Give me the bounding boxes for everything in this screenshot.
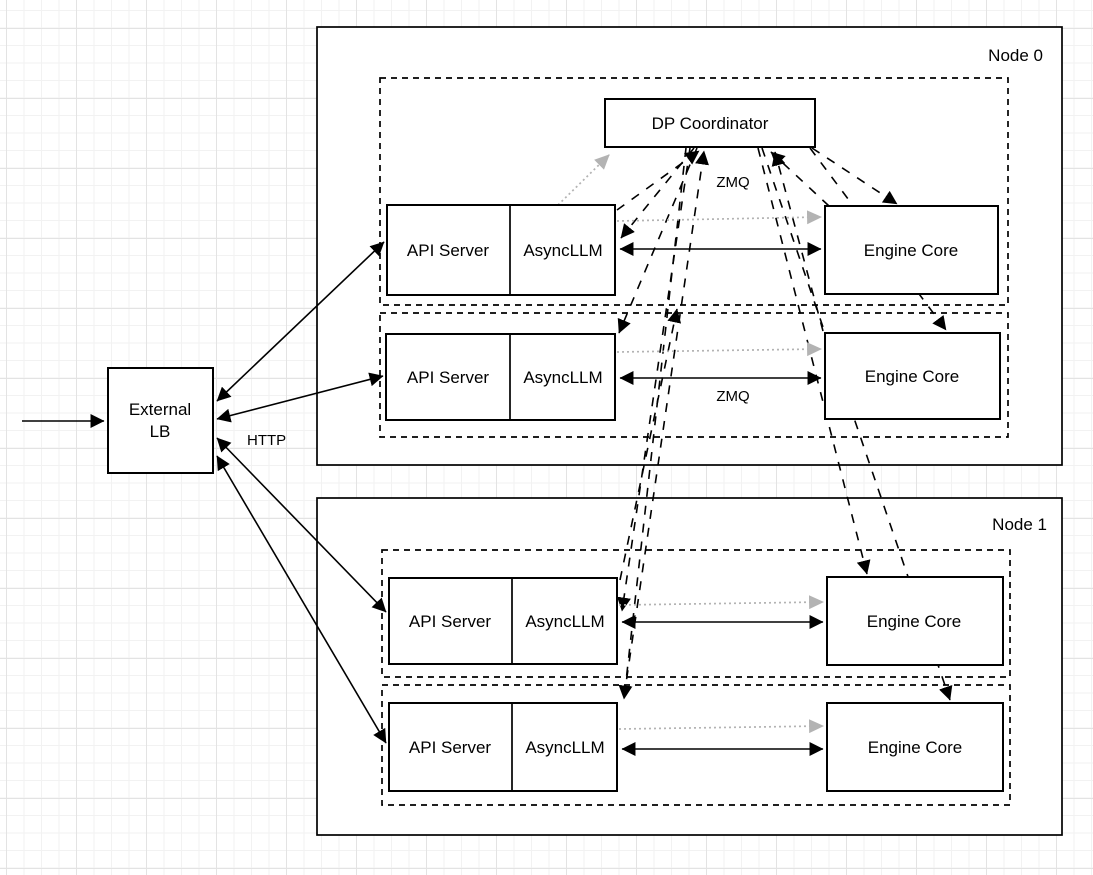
engine-core-box-0 (824, 205, 999, 295)
async-llm-label-2: AsyncLLM (525, 612, 604, 631)
engine-core-box-3 (826, 702, 1004, 792)
dp-coordinator-box (604, 98, 816, 148)
dashed-async3-coordinator (623, 150, 709, 698)
dp-coordinator-label: DP Coordinator (652, 114, 769, 133)
async-llm-label-0: AsyncLLM (523, 241, 602, 260)
api-server-label-1: API Server (407, 368, 490, 387)
engine-core-box-2 (826, 576, 1004, 666)
dotted-async-engine-3 (618, 719, 825, 734)
api-server-label-3: API Server (409, 738, 492, 757)
api-server-label-2: API Server (409, 612, 492, 631)
external-lb-box (107, 367, 214, 474)
engine-core-box-1 (824, 332, 1001, 420)
replica-3: API Server AsyncLLM Engine Core (388, 702, 1004, 792)
dashed-coordinator-async-3 (618, 147, 687, 700)
replica-1: API Server AsyncLLM Engine Core (385, 332, 1001, 421)
dashed-coordinator-engine-3 (761, 147, 953, 701)
engine-core-label-2: Engine Core (867, 612, 962, 631)
arrow-lb-api-3 (216, 455, 387, 744)
dotted-async-engine-1 (616, 342, 823, 357)
dashed-engine1-coordinator (771, 151, 824, 332)
zmq-label-bottom: ZMQ (716, 388, 749, 405)
secondary-arrows (557, 154, 825, 734)
async-llm-label-1: AsyncLLM (523, 368, 602, 387)
dashed-coordinator-async-2 (617, 147, 691, 612)
api-async-box-2 (388, 577, 618, 665)
node1-label: Node 1 (992, 515, 1047, 534)
api-async-box-3 (388, 702, 618, 792)
floating-labels: HTTP ZMQ ZMQ (247, 174, 750, 449)
dotted-async-engine-0 (616, 210, 823, 225)
external-lb-label-line1: External (129, 400, 191, 419)
async-llm-label-3: AsyncLLM (525, 738, 604, 757)
api-async-box-0 (386, 204, 616, 296)
engine-core-label-0: Engine Core (864, 241, 959, 260)
dashed-coordinator-engine-2 (757, 147, 871, 575)
external-lb-label-line2: LB (150, 422, 171, 441)
zmq-label-top: ZMQ (716, 174, 749, 191)
engine-core-label-3: Engine Core (868, 738, 963, 757)
http-label: HTTP (247, 432, 286, 449)
dashed-coordinator-async-1 (617, 147, 698, 334)
arrow-lb-api-1 (216, 372, 384, 423)
replica-2: API Server AsyncLLM Engine Core (388, 576, 1004, 666)
api-server-label-0: API Server (407, 241, 490, 260)
external-lb: External LB (107, 367, 214, 474)
dp-coordinator: DP Coordinator (604, 98, 816, 148)
engine-core-label-1: Engine Core (865, 367, 960, 386)
replica-0: API Server AsyncLLM Engine Core (386, 204, 999, 296)
dotted-async0-coordinator (557, 154, 610, 206)
dashed-engine0-coordinator (770, 151, 830, 207)
api-async-box-1 (385, 333, 616, 421)
node0-label: Node 0 (988, 46, 1043, 65)
http-arrows (22, 241, 387, 744)
node0-replica0-group (379, 77, 1009, 306)
zmq-data-arrows (619, 242, 824, 756)
dotted-async-engine-2 (618, 595, 825, 610)
node1-replica3-group (381, 684, 1011, 806)
